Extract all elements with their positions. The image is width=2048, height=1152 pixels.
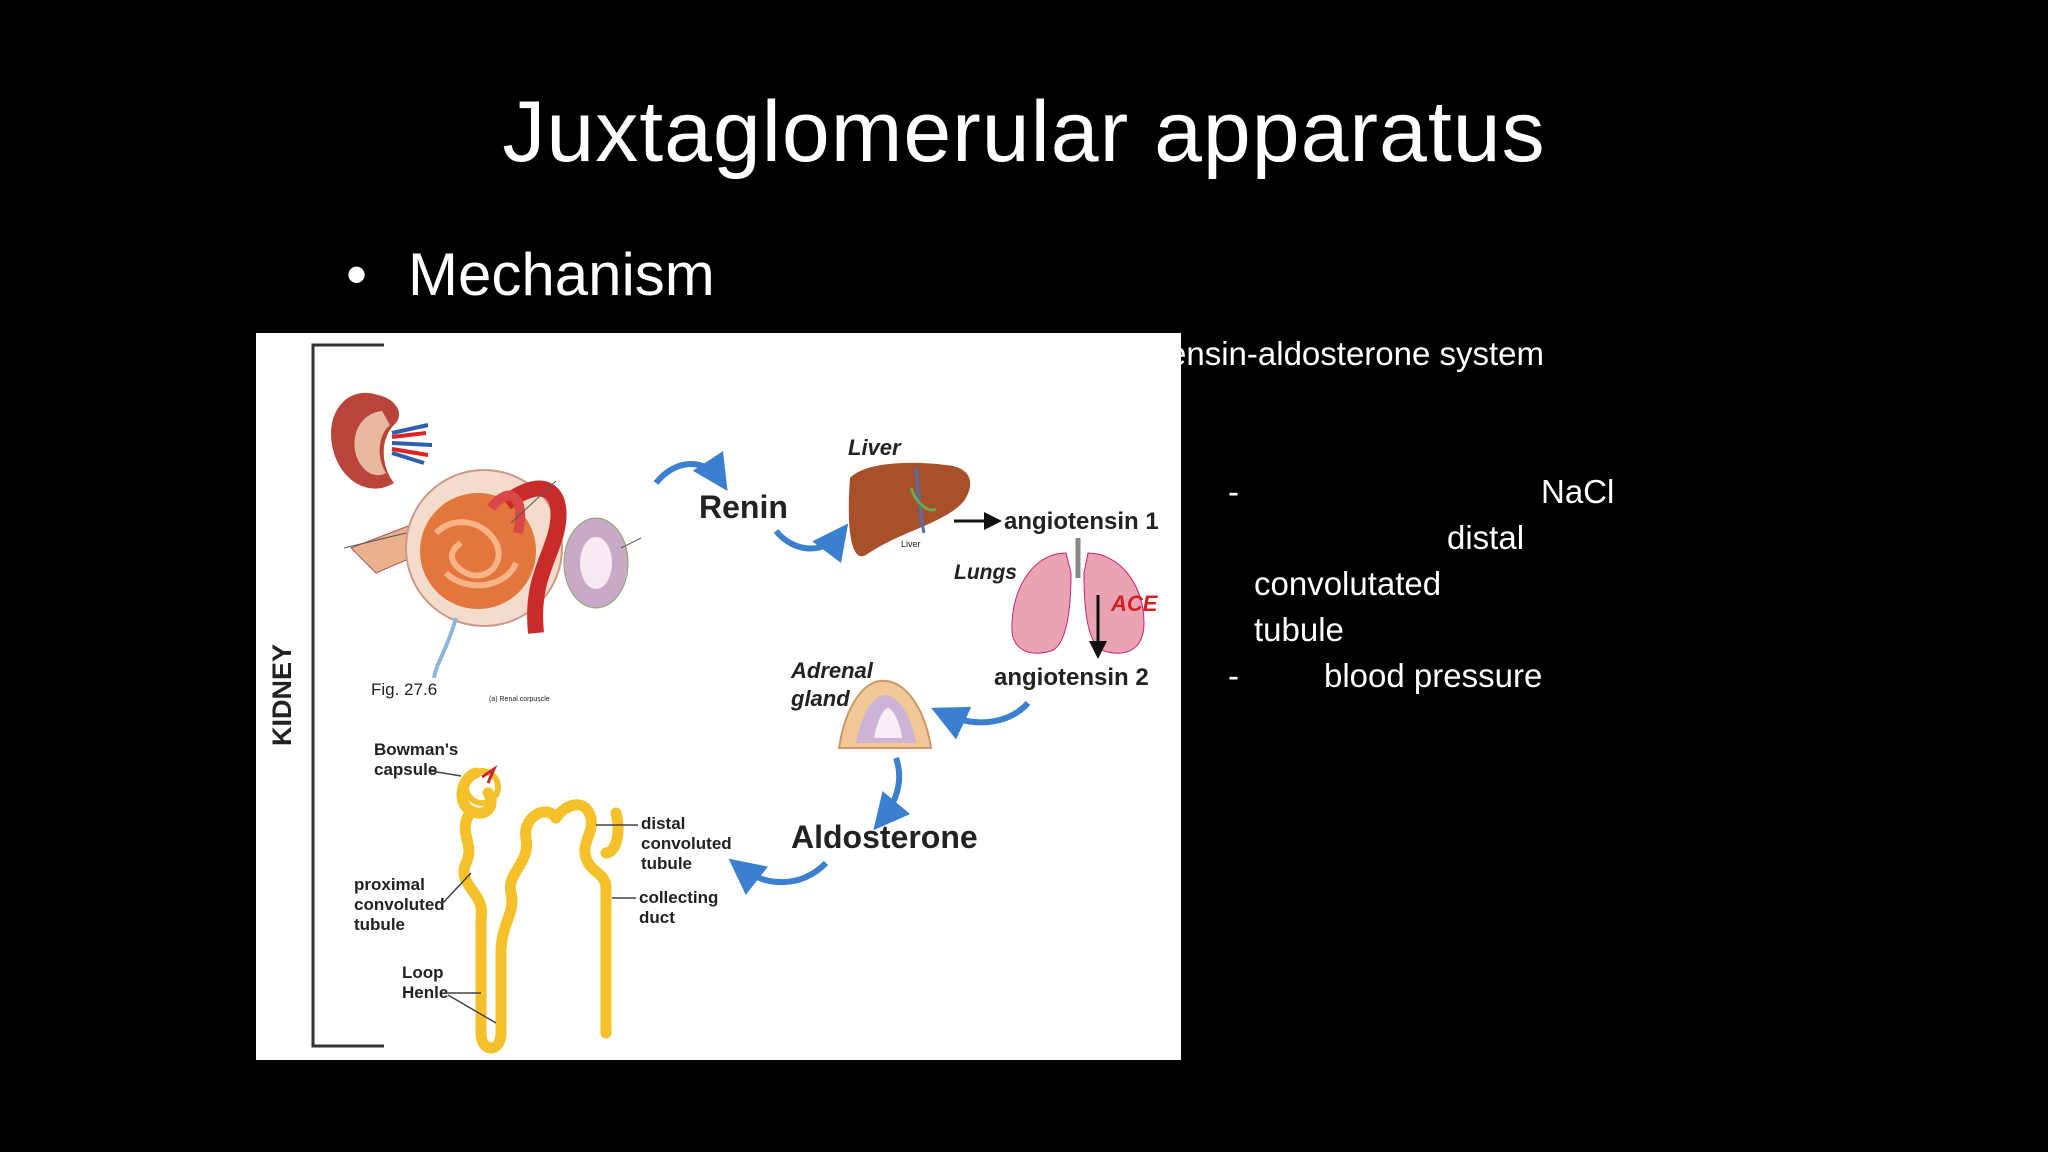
bowmans-capsule-shape: [463, 768, 501, 806]
collecting-label-1: collecting: [639, 888, 718, 907]
angiotensin2-label: angiotensin 2: [994, 664, 1149, 691]
bowmans-label-2: capsule: [374, 760, 437, 779]
lungs-label: Lungs: [954, 561, 1017, 584]
bowmans-label-1: Bowman's: [374, 740, 458, 759]
angiotensin1-label: angiotensin 1: [1004, 508, 1159, 535]
glomerulus-illustration: [343, 469, 642, 679]
distal-label-2: convoluted: [641, 834, 732, 853]
blood-pressure-text: blood pressure: [1324, 657, 1543, 694]
adrenal-label-1: Adrenal: [790, 658, 874, 683]
glomerulus-tuft: [481, 764, 498, 784]
raas-figure: KIDNEY Fig. 27.6 (a) Renal corpuscle Ren…: [256, 333, 1181, 1060]
kidney-bracket: [311, 343, 384, 1048]
liver-small-label: Liver: [901, 539, 921, 549]
renin-label: Renin: [699, 489, 788, 525]
arrow-kidney-to-renin: [653, 451, 728, 492]
raas-diagram: KIDNEY Fig. 27.6 (a) Renal corpuscle Ren…: [267, 343, 1159, 1054]
liver-illustration: [848, 462, 971, 557]
aldosterone-label: Aldosterone: [791, 819, 978, 855]
tubule-text: tubule: [1254, 611, 1344, 648]
bullet-dot: •: [346, 241, 368, 308]
loop-label-2: Henle: [402, 983, 448, 1002]
adrenal-illustration: [837, 679, 933, 749]
adrenal-label-2: gland: [790, 686, 850, 711]
convolutated-text: convolutated: [1254, 565, 1442, 602]
distal-text: distal: [1447, 519, 1525, 556]
proximal-label-2: convoluted: [354, 895, 445, 914]
liver-label: Liver: [848, 435, 902, 460]
kidney-label: KIDNEY: [267, 644, 297, 746]
nephron-illustration: [456, 767, 624, 1054]
arrow-adrenal-to-aldosterone: [873, 757, 911, 831]
dash-2: -: [1228, 657, 1239, 694]
loop-label-1: Loop: [402, 963, 444, 982]
arrow-renin-to-liver: [773, 523, 849, 563]
renal-corpuscle-label: (a) Renal corpuscle: [489, 696, 550, 703]
bullet-text: Mechanism: [408, 241, 715, 308]
proximal-label-1: proximal: [354, 875, 425, 894]
proximal-label-3: tubule: [354, 915, 405, 934]
fig-label: Fig. 27.6: [371, 680, 437, 699]
ace-label: ACE: [1110, 591, 1159, 616]
system-line-text: ensin-aldosterone system: [1168, 335, 1545, 372]
nacl-text: NaCl: [1541, 473, 1615, 510]
distal-label-3: tubule: [641, 854, 692, 873]
arrow-ang2-to-adrenal: [931, 700, 1031, 740]
bullet-mechanism: • Mechanism: [346, 240, 715, 310]
distal-label-1: distal: [641, 814, 685, 833]
dash-1: -: [1228, 473, 1239, 510]
collecting-label-2: duct: [639, 908, 675, 927]
arrow-aldosterone-to-nephron: [728, 858, 829, 895]
slide-title: Juxtaglomerular apparatus: [502, 84, 1546, 180]
kidney-icon: [331, 392, 433, 489]
